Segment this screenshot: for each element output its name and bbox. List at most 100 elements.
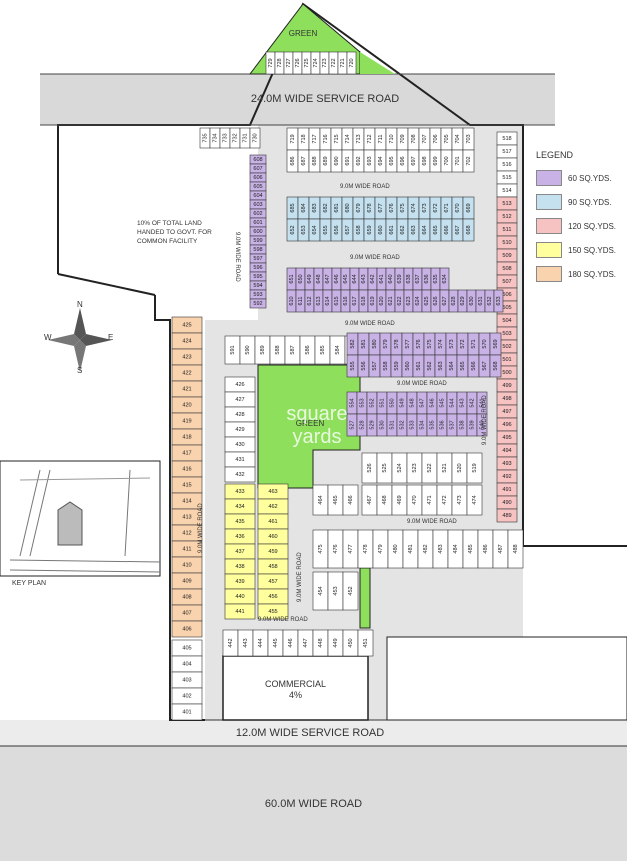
plot-number-596: 596 xyxy=(253,265,262,271)
plot-number-616: 616 xyxy=(343,296,349,305)
plot-number-447: 447 xyxy=(303,638,309,647)
plot-number-500: 500 xyxy=(502,370,511,376)
plot-number-678: 678 xyxy=(367,203,373,212)
compass-south: S xyxy=(77,366,83,375)
plot-number-545: 545 xyxy=(439,398,445,407)
plot-number-716: 716 xyxy=(323,134,329,143)
road-9m-vertical-label-2: 9.0M WIDE ROAD xyxy=(234,232,240,282)
plot-number-507: 507 xyxy=(502,279,511,285)
legend-swatch xyxy=(536,266,562,283)
road-9m-label-4: 9.0M WIDE ROAD xyxy=(397,381,447,387)
plot-number-723: 723 xyxy=(322,58,328,67)
plot-474 xyxy=(466,484,483,516)
plot-number-416: 416 xyxy=(182,466,191,472)
plot-number-439: 439 xyxy=(235,579,244,585)
plot-number-412: 412 xyxy=(182,530,191,536)
plot-number-594: 594 xyxy=(253,283,262,289)
plot-number-573: 573 xyxy=(449,339,455,348)
plot-number-441: 441 xyxy=(235,609,244,615)
plot-number-434: 434 xyxy=(235,504,244,510)
plot-number-440: 440 xyxy=(235,594,244,600)
plot-number-425: 425 xyxy=(182,322,191,328)
plot-number-551: 551 xyxy=(379,398,385,407)
plot-number-497: 497 xyxy=(502,409,511,415)
plot-number-569: 569 xyxy=(493,339,499,348)
legend-items: 60 SQ.YDS. 90 SQ.YDS. 120 SQ.YDS. 150 SQ.YD… xyxy=(536,166,626,286)
plot-number-559: 559 xyxy=(394,361,400,370)
plot-451 xyxy=(357,629,374,657)
plot-number-537: 537 xyxy=(449,420,455,429)
plot-number-622: 622 xyxy=(397,296,403,305)
plot-number-647: 647 xyxy=(325,274,331,283)
plot-number-576: 576 xyxy=(416,339,422,348)
plot-number-635: 635 xyxy=(433,274,439,283)
plot-number-413: 413 xyxy=(182,514,191,520)
plot-number-667: 667 xyxy=(455,225,461,234)
legend-label: 60 SQ.YDS. xyxy=(568,173,612,183)
plot-number-706: 706 xyxy=(433,134,439,143)
plot-number-657: 657 xyxy=(345,225,351,234)
compass-north: N xyxy=(77,300,83,309)
plot-number-610: 610 xyxy=(289,296,295,305)
plot-number-624: 624 xyxy=(415,296,421,305)
plot-730 xyxy=(249,127,261,149)
plot-number-553: 553 xyxy=(359,398,365,407)
plot-number-633: 633 xyxy=(496,296,502,305)
plot-number-475: 475 xyxy=(318,544,324,553)
legend-item: 90 SQ.YDS. xyxy=(536,190,626,214)
plot-number-604: 604 xyxy=(253,193,262,199)
plot-number-482: 482 xyxy=(423,544,429,553)
plot-455 xyxy=(257,603,289,620)
plot-number-479: 479 xyxy=(378,544,384,553)
green-central-label: GREEN xyxy=(295,419,325,428)
compass-rose-icon xyxy=(48,308,112,372)
plot-number-436: 436 xyxy=(235,534,244,540)
plot-number-467: 467 xyxy=(367,495,373,504)
compass-east: E xyxy=(108,333,114,342)
plot-number-427: 427 xyxy=(235,397,244,403)
plot-number-712: 712 xyxy=(367,134,373,143)
legend-item: 120 SQ.YDS. xyxy=(536,214,626,238)
plot-number-732: 732 xyxy=(232,133,238,142)
plot-number-637: 637 xyxy=(415,274,421,283)
green-strip xyxy=(359,567,371,629)
plot-number-711: 711 xyxy=(378,135,384,144)
legend-label: 120 SQ.YDS. xyxy=(568,221,617,231)
plot-number-486: 486 xyxy=(483,544,489,553)
plot-number-517: 517 xyxy=(502,149,511,155)
plot-406 xyxy=(171,620,203,638)
plot-number-702: 702 xyxy=(466,156,472,165)
govt-note-line-3: COMMON FACILITY xyxy=(137,238,198,245)
plot-number-655: 655 xyxy=(323,225,329,234)
plot-number-426: 426 xyxy=(235,382,244,388)
plot-number-542: 542 xyxy=(469,398,475,407)
legend-label: 90 SQ.YDS. xyxy=(568,197,612,207)
plot-number-644: 644 xyxy=(352,274,358,283)
plot-number-704: 704 xyxy=(455,134,461,143)
plot-number-544: 544 xyxy=(449,398,455,407)
plot-number-653: 653 xyxy=(301,225,307,234)
plot-number-646: 646 xyxy=(334,274,340,283)
road-24m-label: 24.0M WIDE SERVICE ROAD xyxy=(250,93,400,105)
plot-number-630: 630 xyxy=(469,296,475,305)
plot-number-557: 557 xyxy=(372,361,378,370)
legend-swatch xyxy=(536,242,562,259)
plot-number-643: 643 xyxy=(361,274,367,283)
road-9m-vertical-label-3: 9.0M WIDE ROAD xyxy=(297,552,303,602)
road-12m-service xyxy=(0,720,627,746)
legend-item: 150 SQ.YDS. xyxy=(536,238,626,262)
plot-number-634: 634 xyxy=(442,274,448,283)
plot-number-477: 477 xyxy=(348,544,354,553)
plot-number-540: 540 xyxy=(479,420,485,429)
plot-540 xyxy=(476,413,488,437)
plot-number-584: 584 xyxy=(335,345,341,354)
plot-number-715: 715 xyxy=(334,134,340,143)
plot-number-489: 489 xyxy=(502,513,511,519)
plot-number-696: 696 xyxy=(400,156,406,165)
green-top-label: GREEN xyxy=(288,29,318,38)
plot-number-511: 511 xyxy=(503,227,512,233)
road-9m-vertical-label-1: 9.0M WIDE ROAD xyxy=(198,503,204,553)
plot-number-431: 431 xyxy=(235,457,244,463)
plot-number-473: 473 xyxy=(457,495,463,504)
plot-number-466: 466 xyxy=(348,495,354,504)
